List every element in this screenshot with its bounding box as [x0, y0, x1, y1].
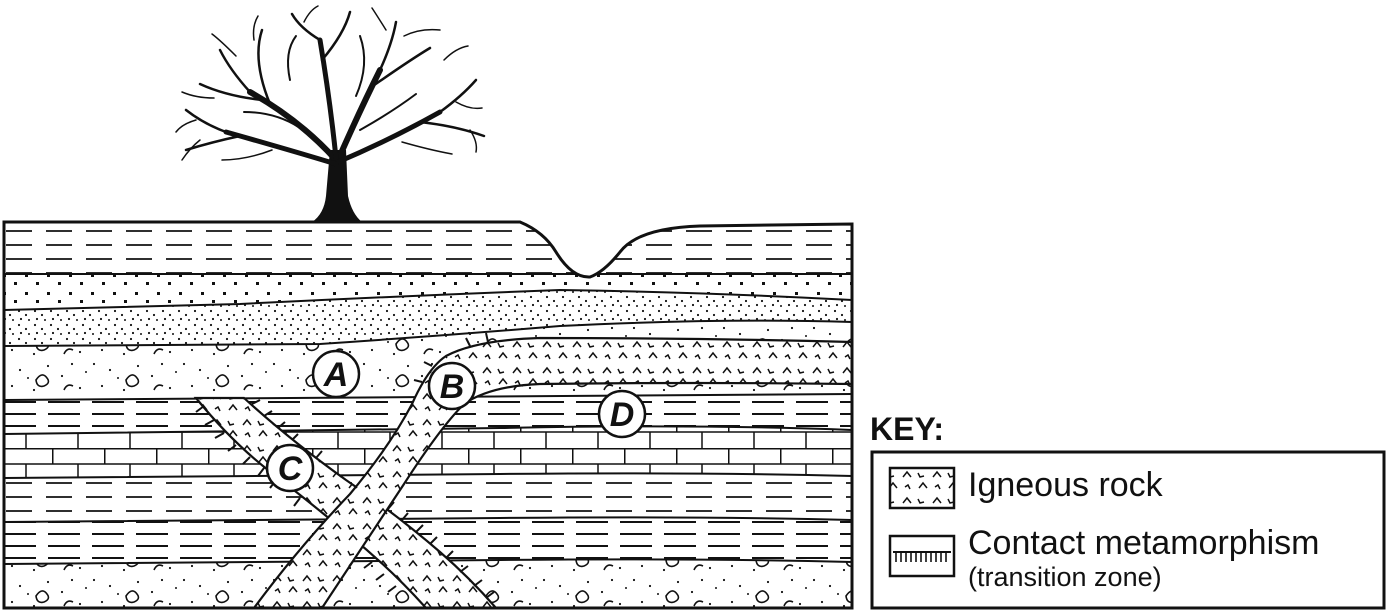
shale-layer-top	[4, 222, 852, 274]
svg-text:A: A	[323, 356, 349, 394]
shale-layer-lower	[4, 473, 852, 522]
sandstone-layer	[4, 290, 852, 346]
svg-text:C: C	[278, 450, 303, 488]
legend-box	[870, 450, 1386, 610]
legend-label-igneous: Igneous rock	[968, 466, 1164, 504]
legend-item-contact: Contact metamorphism (transition zone)	[888, 524, 1319, 592]
igneous-rock-swatch	[888, 466, 956, 510]
label-d: D	[597, 389, 647, 439]
label-b: B	[427, 361, 477, 411]
legend-title: KEY:	[870, 411, 944, 447]
siltstone-layer	[4, 274, 852, 310]
limestone-layer	[4, 426, 852, 478]
legend: KEY: Igneous rock Contact metamo	[870, 411, 1386, 610]
legend-item-igneous: Igneous rock	[888, 466, 1164, 510]
legend-sublabel-contact: (transition zone)	[968, 562, 1162, 592]
rock-layers	[2, 220, 854, 610]
tree-icon	[175, 5, 486, 222]
legend-label-contact: Contact metamorphism	[968, 524, 1319, 562]
label-a: A	[311, 349, 361, 399]
contact-metamorphism-swatch	[888, 534, 956, 578]
intrusion-b-sill	[251, 332, 852, 608]
label-c: C	[265, 443, 315, 493]
svg-text:B: B	[440, 368, 465, 406]
svg-text:D: D	[610, 396, 635, 434]
land-surface-outline	[2, 220, 854, 610]
